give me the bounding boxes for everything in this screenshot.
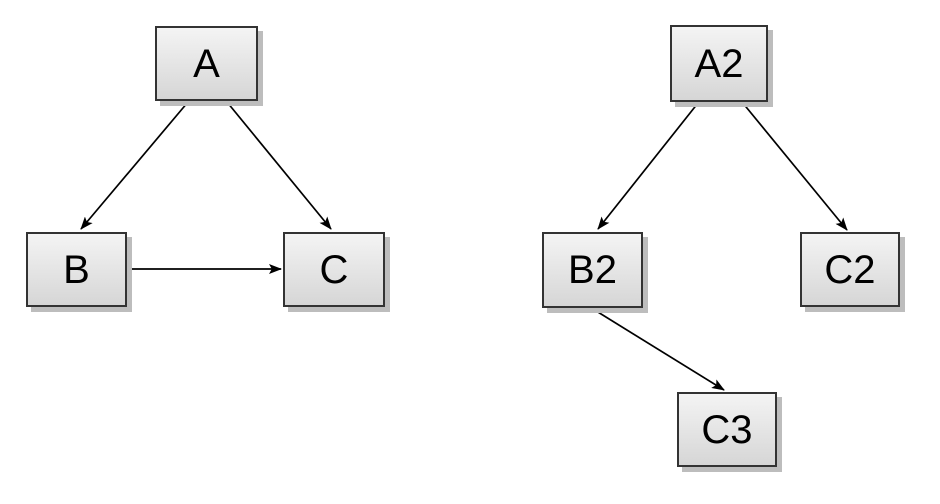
- node-A2[interactable]: A2: [670, 25, 768, 102]
- edge-A2-C2[interactable]: [741, 101, 848, 231]
- node-C3[interactable]: C3: [677, 392, 777, 467]
- node-label: B2: [568, 248, 617, 292]
- edge-A2-B2[interactable]: [597, 102, 699, 230]
- node-B2[interactable]: B2: [542, 232, 643, 308]
- edge-B2-C3[interactable]: [592, 308, 725, 391]
- node-label: C3: [701, 407, 753, 452]
- node-C[interactable]: C: [283, 232, 385, 307]
- node-A[interactable]: A: [155, 26, 258, 101]
- node-B[interactable]: B: [26, 232, 127, 307]
- node-C2[interactable]: C2: [800, 232, 900, 307]
- edge-A-C[interactable]: [226, 101, 332, 230]
- node-label: C2: [824, 247, 876, 292]
- node-label: C: [319, 247, 349, 292]
- node-label: B: [63, 247, 90, 292]
- node-label: A2: [694, 41, 744, 86]
- node-label: A: [193, 41, 220, 86]
- edge-A-B[interactable]: [80, 101, 189, 230]
